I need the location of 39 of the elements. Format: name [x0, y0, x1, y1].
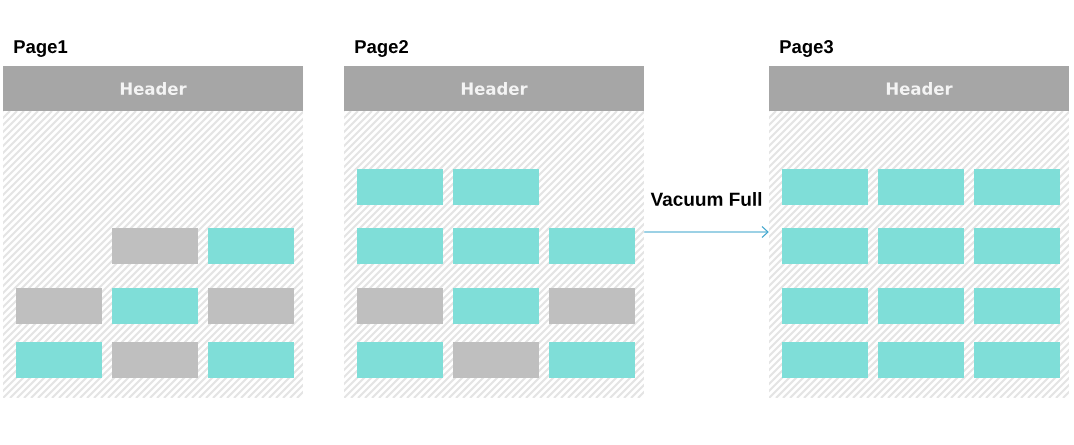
block [782, 228, 868, 264]
block [782, 342, 868, 378]
block [453, 228, 539, 264]
edge-label: Vacuum Full [649, 191, 764, 207]
block [974, 169, 1060, 205]
block [782, 288, 868, 324]
block [974, 228, 1060, 264]
block [549, 342, 635, 378]
block [357, 228, 443, 264]
block [453, 288, 539, 324]
block [112, 342, 198, 378]
block [357, 288, 443, 324]
block [878, 342, 964, 378]
block [16, 288, 102, 324]
page-title: Page3 [780, 40, 834, 57]
block [878, 228, 964, 264]
block [878, 169, 964, 205]
page-title: Page2 [355, 40, 408, 57]
block [208, 228, 294, 264]
block [453, 169, 539, 205]
block [357, 342, 443, 378]
block [453, 342, 539, 378]
header-band: Header [344, 66, 644, 111]
block [549, 288, 635, 324]
block [208, 288, 294, 324]
block [974, 288, 1060, 324]
block [549, 228, 635, 264]
block [974, 342, 1060, 378]
block [357, 169, 443, 205]
block [878, 288, 964, 324]
arrow [643, 225, 769, 239]
page-title: Page1 [14, 40, 68, 57]
block [112, 288, 198, 324]
block [782, 169, 868, 205]
block [112, 228, 198, 264]
block [208, 342, 294, 378]
header-band: Header [3, 66, 303, 111]
header-band: Header [769, 66, 1069, 111]
block [16, 342, 102, 378]
